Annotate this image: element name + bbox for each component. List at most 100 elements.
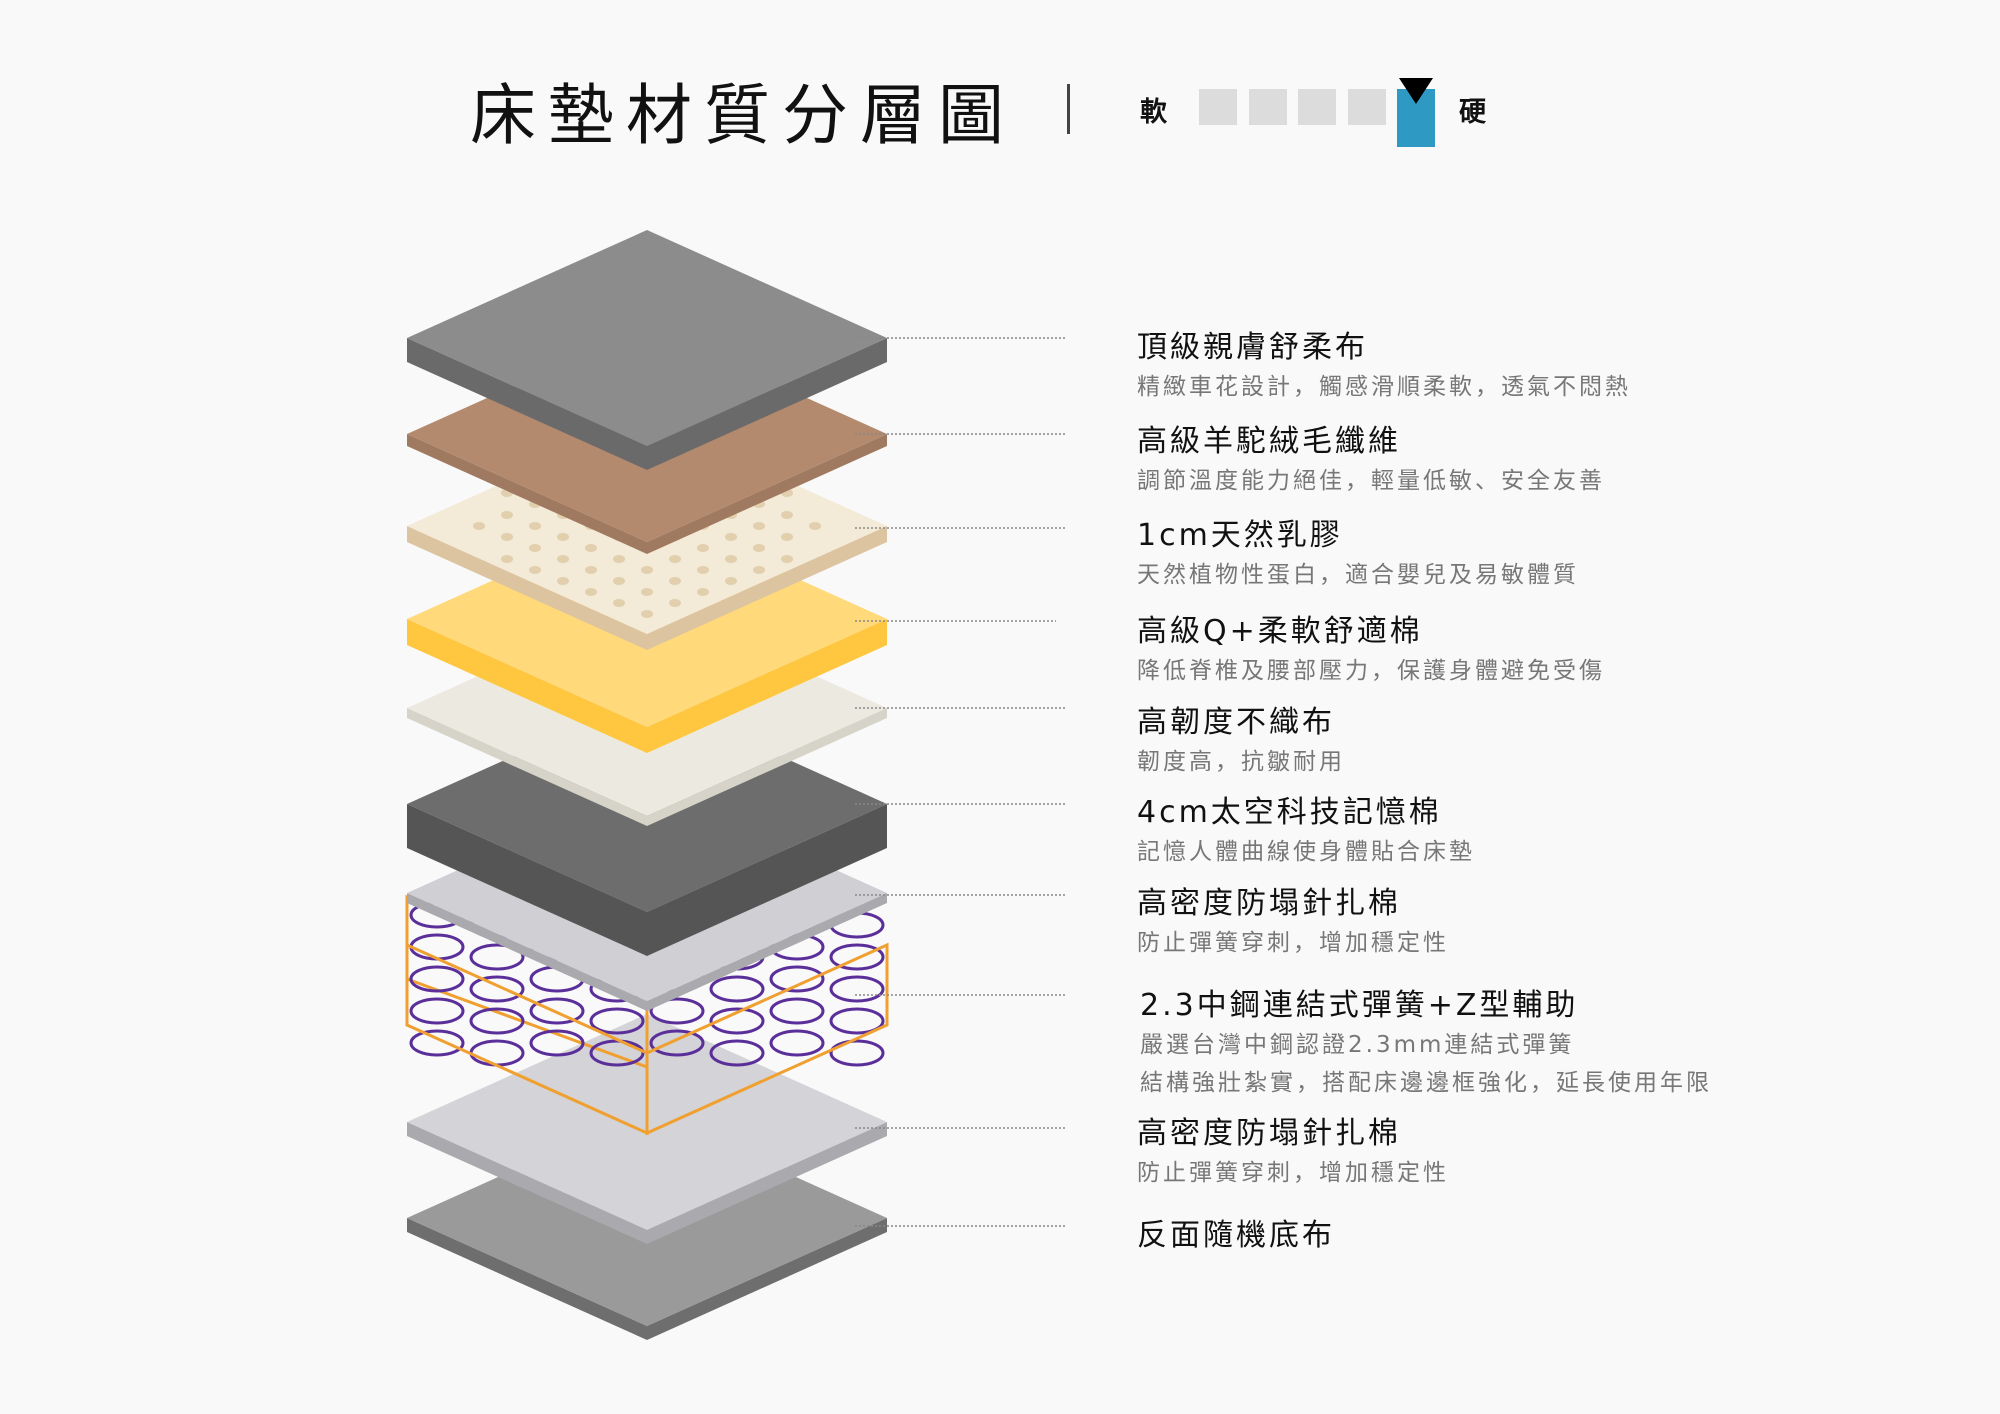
spring-coil-icon xyxy=(709,975,765,1003)
layer-description: 記憶人體曲線使身體貼合床墊 xyxy=(1137,839,1475,865)
spring-coil-icon xyxy=(769,965,825,993)
layer-title: 2.3中鋼連結式彈簧+Z型輔助 xyxy=(1140,988,1579,1023)
latex-hole xyxy=(529,566,541,574)
spring-coil-icon xyxy=(469,975,525,1003)
latex-hole xyxy=(613,599,625,607)
layer-left-side xyxy=(407,338,647,470)
firmness-level-1 xyxy=(1199,89,1237,125)
latex-hole xyxy=(641,566,653,574)
latex-hole xyxy=(529,544,541,552)
spring-coil-icon xyxy=(829,1039,885,1067)
layer-left-side xyxy=(407,619,647,753)
layer-label: 高密度防塌針扎棉防止彈簧穿刺，增加穩定性 xyxy=(1137,878,1449,960)
latex-hole xyxy=(501,533,513,541)
spring-coil-icon xyxy=(709,1039,765,1067)
spring-coil-icon xyxy=(409,997,465,1025)
layer-left-side xyxy=(407,526,647,650)
latex-hole xyxy=(557,577,569,585)
latex-hole xyxy=(725,577,737,585)
latex-hole xyxy=(669,599,681,607)
divider xyxy=(1067,84,1070,134)
layer-title: 高密度防塌針扎棉 xyxy=(1137,886,1401,921)
layer-label: 高級羊駝絨毛纖維調節溫度能力絕佳，輕量低敏、安全友善 xyxy=(1137,416,1605,498)
layer-label: 4cm太空科技記憶棉記憶人體曲線使身體貼合床墊 xyxy=(1137,787,1475,869)
spring-coil-icon xyxy=(409,1029,465,1057)
layer-description: 防止彈簧穿刺，增加穩定性 xyxy=(1137,930,1449,956)
spring-coil-icon xyxy=(829,1007,885,1035)
latex-hole xyxy=(585,566,597,574)
latex-hole xyxy=(501,511,513,519)
layer-left-side xyxy=(407,1218,647,1340)
latex-hole xyxy=(809,522,821,530)
latex-hole xyxy=(473,522,485,530)
latex-hole xyxy=(781,511,793,519)
latex-hole xyxy=(641,610,653,618)
spring-coil-icon xyxy=(529,997,585,1025)
layer-title: 高密度防塌針扎棉 xyxy=(1137,1116,1401,1151)
layer-description: 精緻車花設計，觸感滑順柔軟，透氣不悶熱 xyxy=(1137,374,1631,400)
latex-hole xyxy=(585,588,597,596)
latex-hole xyxy=(613,555,625,563)
z-support-frame xyxy=(645,942,889,1136)
latex-hole xyxy=(725,555,737,563)
selected-level-marker-icon xyxy=(1399,78,1433,104)
layer-title: 高級Q+柔軟舒適棉 xyxy=(1137,614,1423,649)
layer-title: 高韌度不織布 xyxy=(1137,705,1335,740)
layer-left-side xyxy=(407,434,647,554)
layer-title: 頂級親膚舒柔布 xyxy=(1137,330,1368,365)
hard-label: 硬 xyxy=(1459,97,1486,128)
layer-label: 高密度防塌針扎棉防止彈簧穿刺，增加穩定性 xyxy=(1137,1108,1449,1190)
layer-right-side xyxy=(647,708,887,826)
layer-label: 2.3中鋼連結式彈簧+Z型輔助嚴選台灣中鋼認證2.3mm連結式彈簧結構強壯紮實，… xyxy=(1140,980,1712,1100)
layer-title: 高級羊駝絨毛纖維 xyxy=(1137,424,1401,459)
spring-coil-icon xyxy=(709,1007,765,1035)
layer-right-side xyxy=(647,434,887,554)
layer-right-side xyxy=(647,338,887,470)
layer-right-side xyxy=(647,1218,887,1340)
latex-hole xyxy=(753,544,765,552)
spring-coil-icon xyxy=(469,943,525,971)
layer-label: 頂級親膚舒柔布精緻車花設計，觸感滑順柔軟，透氣不悶熱 xyxy=(1137,322,1631,404)
layer-description: 結構強壯紮實，搭配床邊邊框強化，延長使用年限 xyxy=(1140,1070,1712,1096)
firmness-level-2 xyxy=(1248,89,1287,125)
latex-hole xyxy=(613,577,625,585)
layer-left-side xyxy=(407,1122,647,1244)
layer-label: 高韌度不織布韌度高，抗皺耐用 xyxy=(1137,697,1345,779)
latex-hole xyxy=(753,566,765,574)
layer-left-side xyxy=(407,893,647,1011)
latex-hole xyxy=(557,533,569,541)
spring-coil-icon xyxy=(649,1029,705,1057)
layer-label: 反面隨機底布 xyxy=(1137,1210,1335,1254)
latex-hole xyxy=(697,544,709,552)
layer-label: 高級Q+柔軟舒適棉降低脊椎及腰部壓力，保護身體避免受傷 xyxy=(1137,606,1605,688)
spring-coil-icon xyxy=(529,1029,585,1057)
layer-right-side xyxy=(647,526,887,650)
layer-title: 4cm太空科技記憶棉 xyxy=(1137,795,1442,830)
layer-description: 嚴選台灣中鋼認證2.3mm連結式彈簧 xyxy=(1140,1032,1575,1058)
latex-hole xyxy=(669,555,681,563)
layer-description: 調節溫度能力絕佳，輕量低敏、安全友善 xyxy=(1137,468,1605,494)
layer-title: 1cm天然乳膠 xyxy=(1137,518,1343,553)
latex-hole xyxy=(781,555,793,563)
spring-coil-icon xyxy=(469,1007,525,1035)
layer-right-side xyxy=(647,619,887,753)
latex-hole xyxy=(725,533,737,541)
latex-hole xyxy=(669,577,681,585)
layer-title: 反面隨機底布 xyxy=(1137,1218,1335,1253)
spring-coil-icon xyxy=(409,965,465,993)
spring-coil-icon xyxy=(589,1007,645,1035)
firmness-level-3 xyxy=(1298,89,1336,125)
latex-hole xyxy=(697,588,709,596)
latex-hole xyxy=(753,522,765,530)
page-title: 床墊材質分層圖 xyxy=(470,77,1016,154)
layer-top-face xyxy=(407,230,887,446)
firmness-level-4 xyxy=(1347,89,1386,125)
layer-left-side xyxy=(407,708,647,826)
layer-right-side xyxy=(647,804,887,956)
layer-right-side xyxy=(647,1122,887,1244)
spring-coil-icon xyxy=(829,943,885,971)
latex-hole xyxy=(529,522,541,530)
spring-coil-icon xyxy=(649,997,705,1025)
layer-right-side xyxy=(647,893,887,1011)
